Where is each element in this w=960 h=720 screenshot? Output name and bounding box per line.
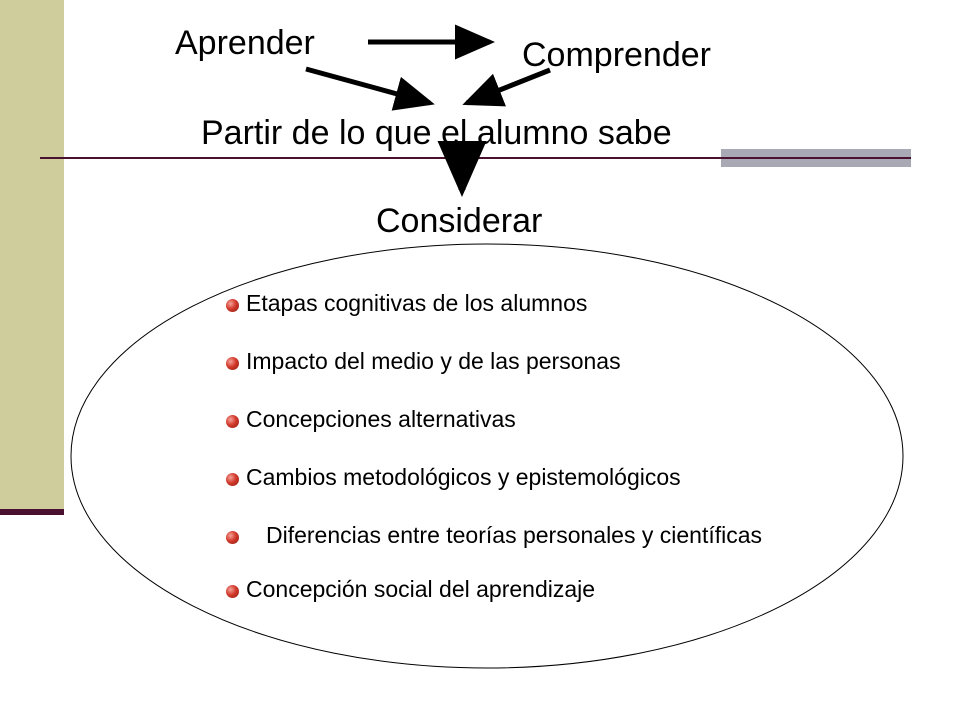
bullet-icon xyxy=(226,473,239,486)
list-item: Diferencias entre teorías personales y c… xyxy=(226,522,846,549)
arrow-comprender-center xyxy=(462,67,551,107)
list-item-text: Diferencias entre teorías personales y c… xyxy=(266,522,763,548)
comprender-label: Comprender xyxy=(522,36,711,74)
list-item-text: Cambios metodológicos y epistemológicos xyxy=(246,464,681,490)
list-item: Impacto del medio y de las personas xyxy=(226,348,846,375)
bullet-icon xyxy=(226,531,239,544)
bullet-icon xyxy=(226,357,239,370)
list-item-text: Concepciones alternativas xyxy=(246,406,516,432)
center-concept-label: Partir de lo que el alumno sabe xyxy=(201,114,672,152)
list-item: Cambios metodológicos y epistemológicos xyxy=(226,464,846,491)
sidebar-decoration xyxy=(0,0,64,512)
bullet-icon xyxy=(226,299,239,312)
considerar-label: Considerar xyxy=(376,202,543,240)
gray-accent-line xyxy=(721,157,911,159)
list-item-text: Impacto del medio y de las personas xyxy=(246,348,621,374)
sidebar-accent-line xyxy=(0,509,64,515)
bullet-icon xyxy=(226,415,239,428)
arrow-aprender-center xyxy=(305,66,435,111)
considerations-ellipse xyxy=(70,243,904,669)
considerations-list: Etapas cognitivas de los alumnos Impacto… xyxy=(226,290,846,634)
list-item-text: Etapas cognitivas de los alumnos xyxy=(246,290,588,316)
list-item: Concepciones alternativas xyxy=(226,406,846,433)
list-item: Concepción social del aprendizaje xyxy=(226,576,846,603)
aprender-label: Aprender xyxy=(175,24,315,62)
list-item: Etapas cognitivas de los alumnos xyxy=(226,290,846,317)
list-item-text: Concepción social del aprendizaje xyxy=(246,576,596,602)
bullet-icon xyxy=(226,585,239,598)
